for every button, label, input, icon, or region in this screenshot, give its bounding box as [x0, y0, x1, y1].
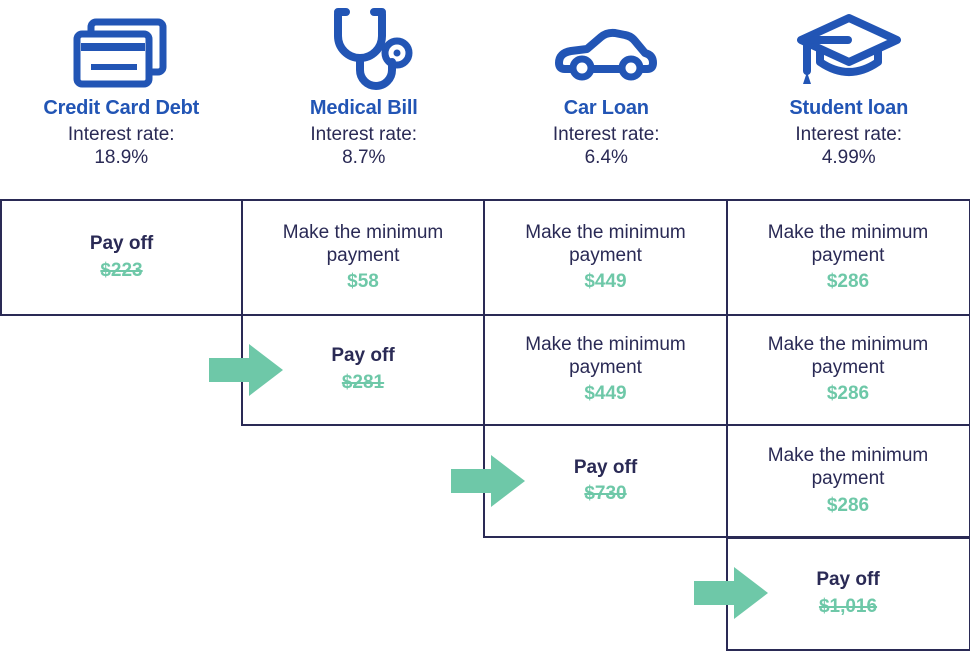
- payoff-schedule-grid: Pay off $223 Make the minimum payment $5…: [0, 199, 970, 653]
- table-row-1-cell-medical-bill: Make the minimum payment $58: [240, 199, 486, 316]
- cell-action: Make the minimum payment: [767, 445, 929, 489]
- cell-amount: $281: [341, 371, 385, 393]
- debt-header-car-loan: Car Loan Interest rate: 6.4%: [485, 0, 728, 199]
- cell-action: Make the minimum payment: [767, 221, 929, 266]
- interest-rate-label: Interest rate:: [310, 124, 418, 145]
- cell-action: Make the minimum payment: [525, 221, 686, 266]
- cell-action: Make the minimum payment: [525, 333, 686, 378]
- interest-rate-value: 6.4%: [584, 147, 628, 169]
- debt-name: Medical Bill: [309, 97, 418, 119]
- graduation-cap-icon: [794, 6, 904, 98]
- interest-rate-label: Interest rate:: [552, 124, 660, 145]
- stethoscope-icon: [312, 6, 416, 98]
- table-row-2-cell-car-loan: Make the minimum payment $449: [483, 313, 728, 426]
- flow-arrow-step-4: [694, 567, 768, 619]
- debt-header-medical-bill: Medical Bill Interest rate: 8.7%: [243, 0, 486, 199]
- table-row-1-cell-student-loan: Make the minimum payment $286: [725, 199, 970, 316]
- cell-amount: $286: [826, 494, 870, 516]
- cell-amount: $449: [584, 271, 627, 293]
- debt-name: Car Loan: [563, 97, 649, 119]
- interest-rate-value: 8.7%: [342, 147, 386, 169]
- debt-name: Credit Card Debt: [43, 97, 200, 119]
- cell-action: Make the minimum payment: [767, 333, 929, 378]
- cell-action: Pay off: [816, 569, 880, 591]
- interest-rate-label: Interest rate:: [795, 124, 903, 145]
- cell-amount: $449: [584, 383, 627, 405]
- flow-arrow-step-2: [209, 344, 283, 396]
- interest-rate-value: 18.9%: [94, 147, 149, 169]
- cell-amount: $286: [826, 271, 870, 293]
- car-icon: [551, 6, 661, 98]
- table-row-1-cell-credit-card-debt: Pay off $223: [0, 199, 243, 316]
- table-row-3-cell-student-loan: Make the minimum payment $286: [725, 424, 970, 538]
- cell-amount: $58: [347, 271, 379, 293]
- cell-amount: $1,016: [818, 595, 878, 617]
- cell-action: Pay off: [331, 345, 395, 367]
- cell-action: Pay off: [89, 233, 154, 255]
- debt-headers-row: Credit Card Debt Interest rate: 18.9% Me…: [0, 0, 970, 199]
- credit-cards-icon: [69, 6, 173, 98]
- cell-amount: $730: [584, 483, 627, 505]
- interest-rate-value: 4.99%: [821, 147, 876, 169]
- debt-header-student-loan: Student loan Interest rate: 4.99%: [728, 0, 970, 199]
- cell-action: Pay off: [573, 456, 638, 478]
- cell-action: Make the minimum payment: [282, 221, 444, 266]
- cell-amount: $223: [100, 259, 143, 281]
- cell-amount: $286: [826, 383, 870, 405]
- table-row-2-cell-student-loan: Make the minimum payment $286: [725, 313, 970, 426]
- debt-header-credit-card-debt: Credit Card Debt Interest rate: 18.9%: [0, 0, 243, 199]
- flow-arrow-step-3: [451, 455, 525, 507]
- interest-rate-label: Interest rate:: [67, 124, 175, 145]
- debt-name: Student loan: [789, 97, 909, 119]
- table-row-1-cell-car-loan: Make the minimum payment $449: [483, 199, 728, 316]
